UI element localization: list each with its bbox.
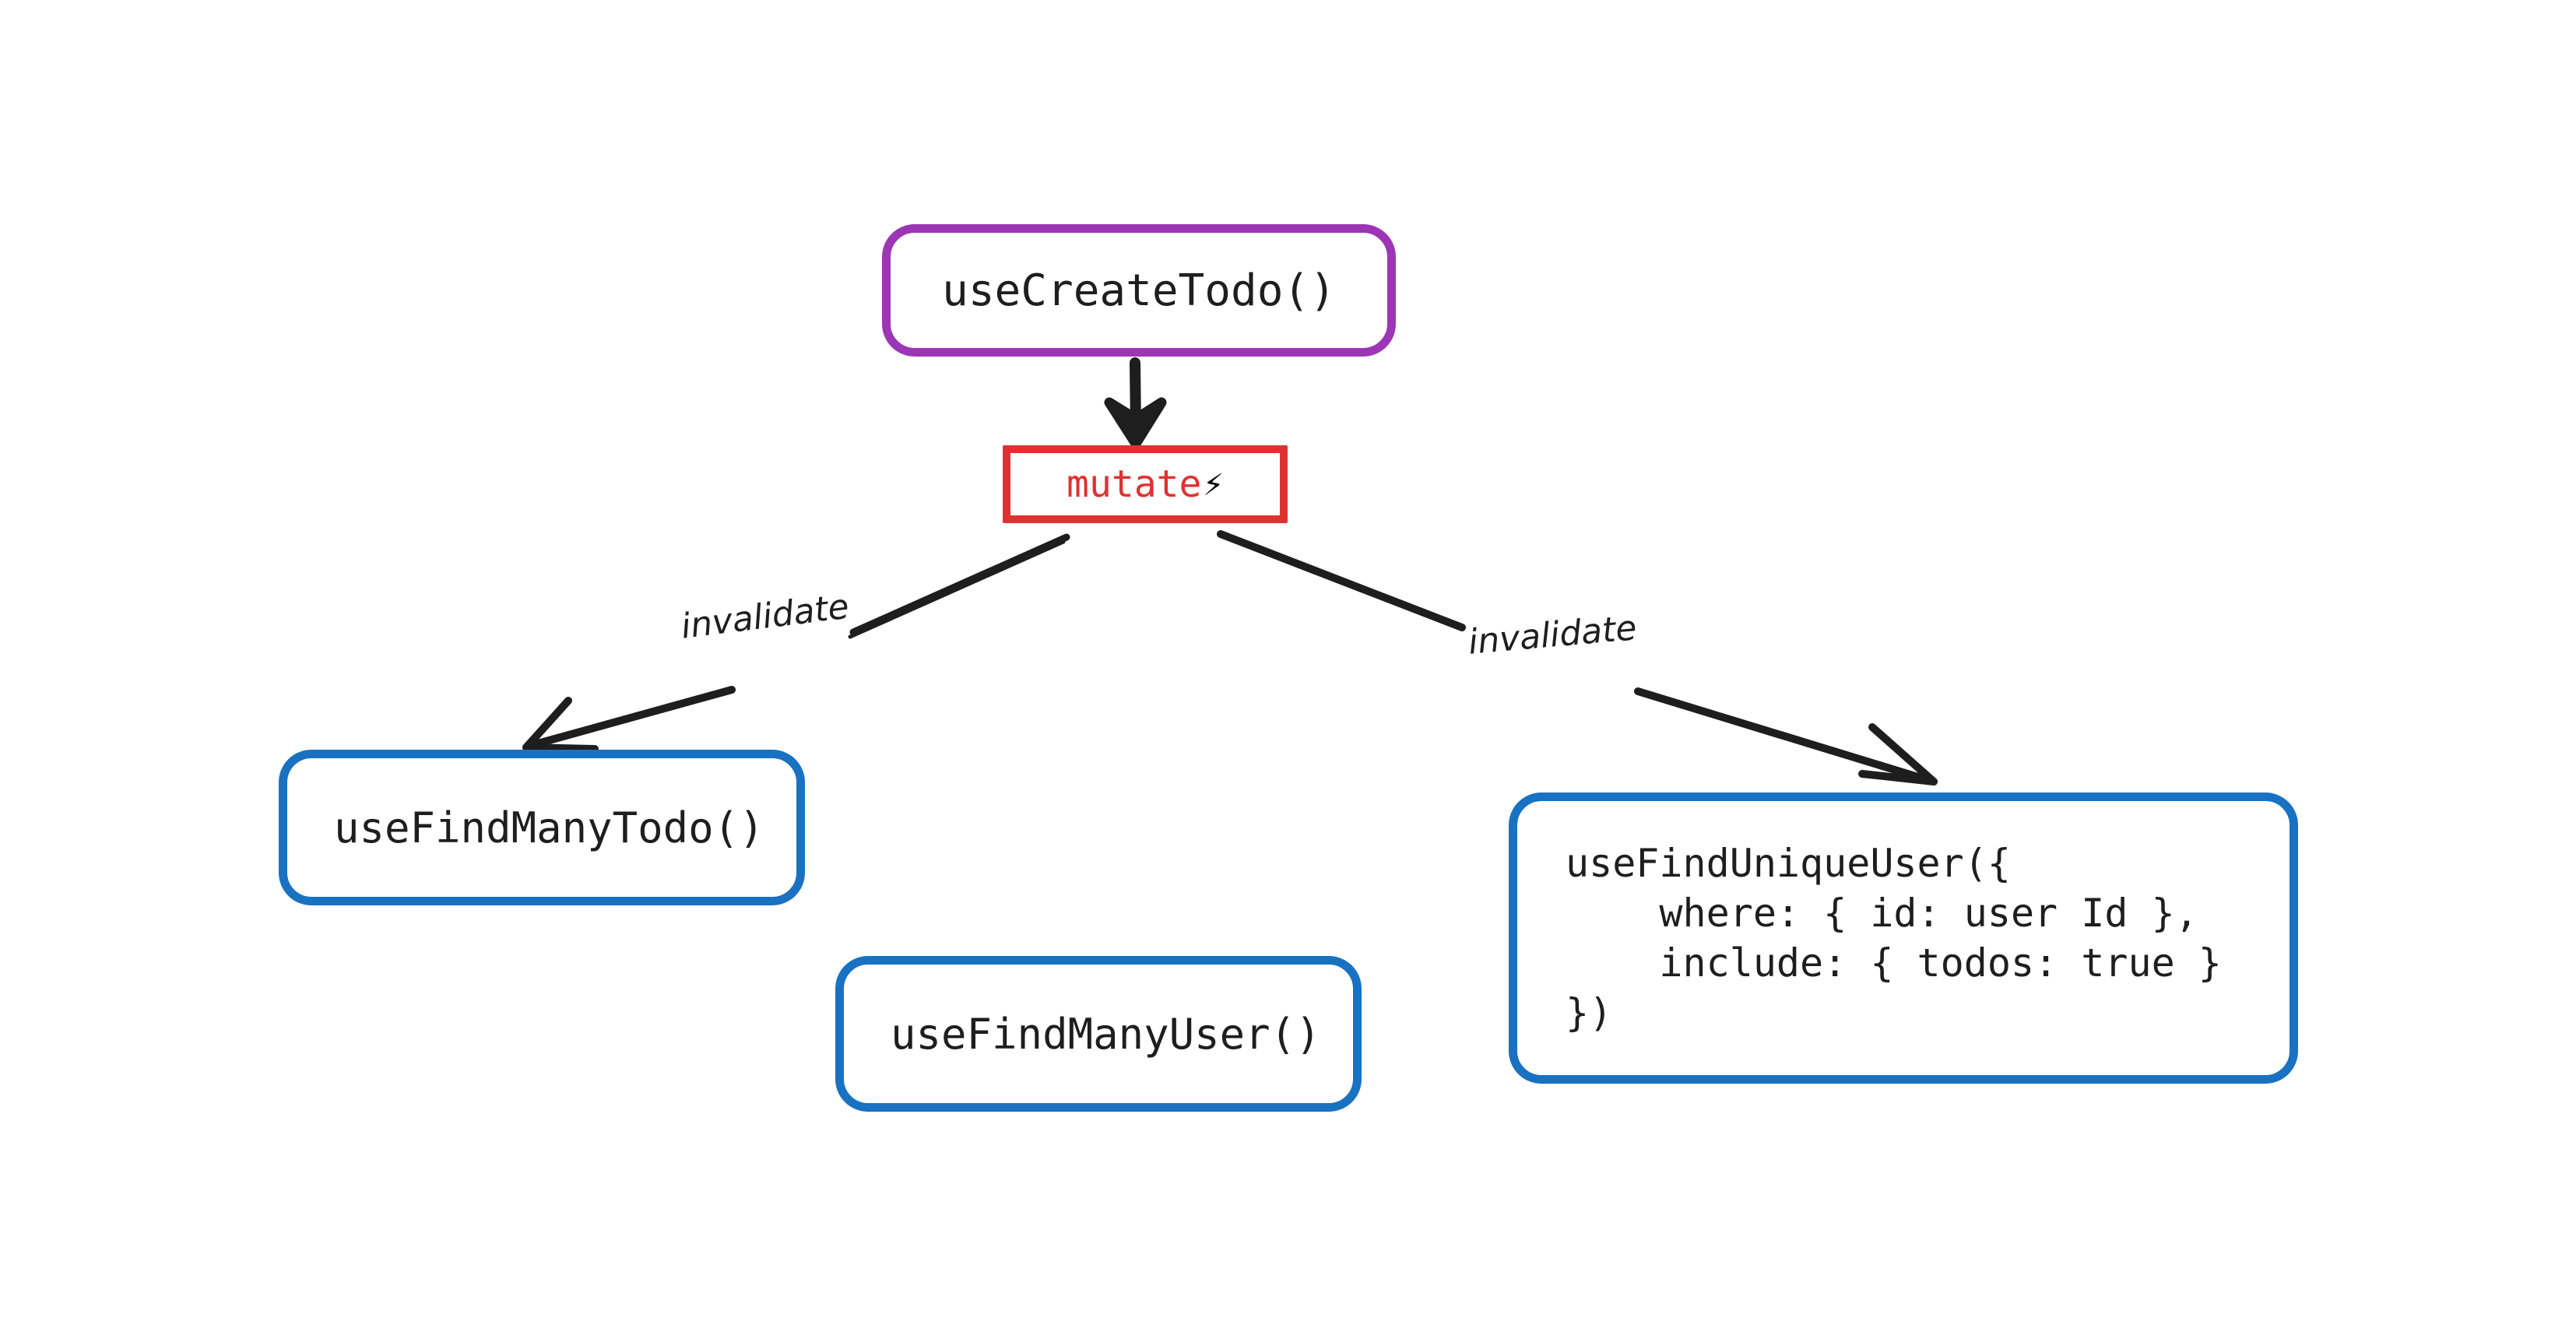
edge-create-to-mutate (1104, 357, 1167, 449)
node-mutate-label: mutate (1067, 462, 1202, 506)
node-use-find-many-user[interactable]: useFindManyUser() (835, 956, 1362, 1112)
node-mutate[interactable]: mutate ⚡ (1003, 445, 1288, 523)
edge-label-invalidate-right: invalidate (1467, 608, 1639, 662)
edge-mutate-to-finduniqueuser (1217, 530, 1938, 786)
node-use-create-todo[interactable]: useCreateTodo() (882, 224, 1396, 357)
node-use-find-unique-user-label: useFindUniqueUser({ where: { id: user Id… (1566, 841, 2222, 1035)
edge-mutate-to-findmanytodo (522, 533, 1070, 753)
node-use-find-unique-user[interactable]: useFindUniqueUser({ where: { id: user Id… (1509, 793, 2298, 1084)
node-use-create-todo-label: useCreateTodo() (942, 265, 1336, 316)
node-use-find-many-user-label: useFindManyUser() (891, 1009, 1321, 1059)
edge-label-invalidate-left: invalidate (679, 586, 852, 647)
node-use-find-many-todo-label: useFindManyTodo() (334, 803, 764, 852)
node-use-find-many-todo[interactable]: useFindManyTodo() (279, 750, 805, 905)
lightning-bolt-icon: ⚡ (1203, 464, 1224, 504)
